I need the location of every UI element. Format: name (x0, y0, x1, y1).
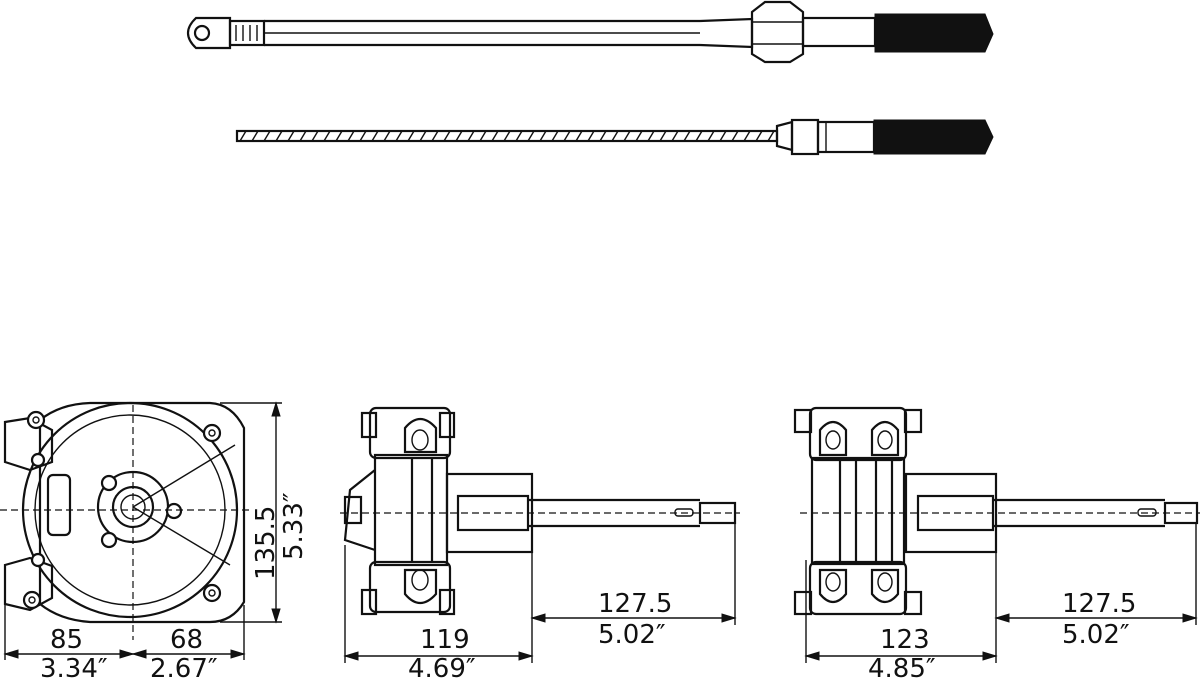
front-height-in: 5.33″ (279, 492, 309, 560)
helm-front-view: 135.5 5.33″ 85 3.34″ 68 2.67″ (0, 401, 309, 680)
front-left-mm: 85 (50, 625, 83, 655)
cable-wire-end (235, 118, 994, 156)
helm-side-view-double: 123 4.85″ 127.5 5.02″ (793, 406, 1200, 680)
side1-shaft-in: 5.02″ (598, 620, 666, 650)
front-height-mm: 135.5 (251, 506, 281, 580)
side2-shaft-in: 5.02″ (1062, 620, 1130, 650)
cable-rod-end (186, 0, 994, 64)
front-left-in: 3.34″ (40, 654, 108, 680)
side2-body-in: 4.85″ (868, 654, 936, 680)
side1-shaft-mm: 127.5 (598, 589, 672, 619)
helm-side-view-single: 119 4.69″ 127.5 5.02″ (340, 406, 740, 680)
front-right-in: 2.67″ (150, 654, 218, 680)
front-right-mm: 68 (170, 625, 203, 655)
side1-body-in: 4.69″ (408, 654, 476, 680)
side1-body-mm: 119 (420, 625, 470, 655)
side2-body-mm: 123 (880, 625, 930, 655)
side2-shaft-mm: 127.5 (1062, 589, 1136, 619)
